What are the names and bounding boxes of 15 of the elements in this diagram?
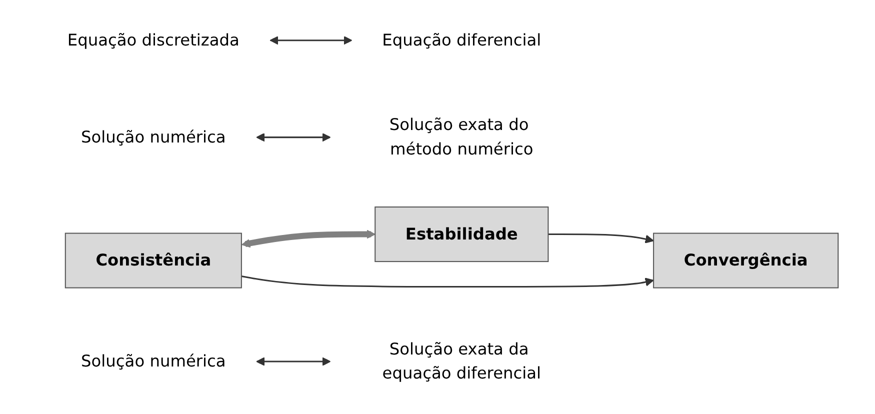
arrow — [256, 132, 331, 142]
node-text: Equação diferencial — [382, 30, 542, 50]
arrow — [241, 276, 654, 288]
arrow — [256, 357, 331, 366]
node-text: Solução numérica — [80, 351, 226, 371]
node-text: Solução numérica — [80, 127, 226, 146]
arrow — [548, 234, 654, 244]
arrow — [241, 230, 376, 248]
node-box: Consistência — [64, 232, 242, 288]
node-box: Estabilidade — [374, 206, 549, 262]
node-text: Solução exata do método numérico — [389, 115, 534, 159]
node-text: Solução exata da equação diferencial — [382, 339, 541, 383]
node-box: Convergência — [652, 232, 839, 288]
node-text: Equação discretizada — [67, 30, 240, 50]
arrow — [270, 36, 352, 45]
